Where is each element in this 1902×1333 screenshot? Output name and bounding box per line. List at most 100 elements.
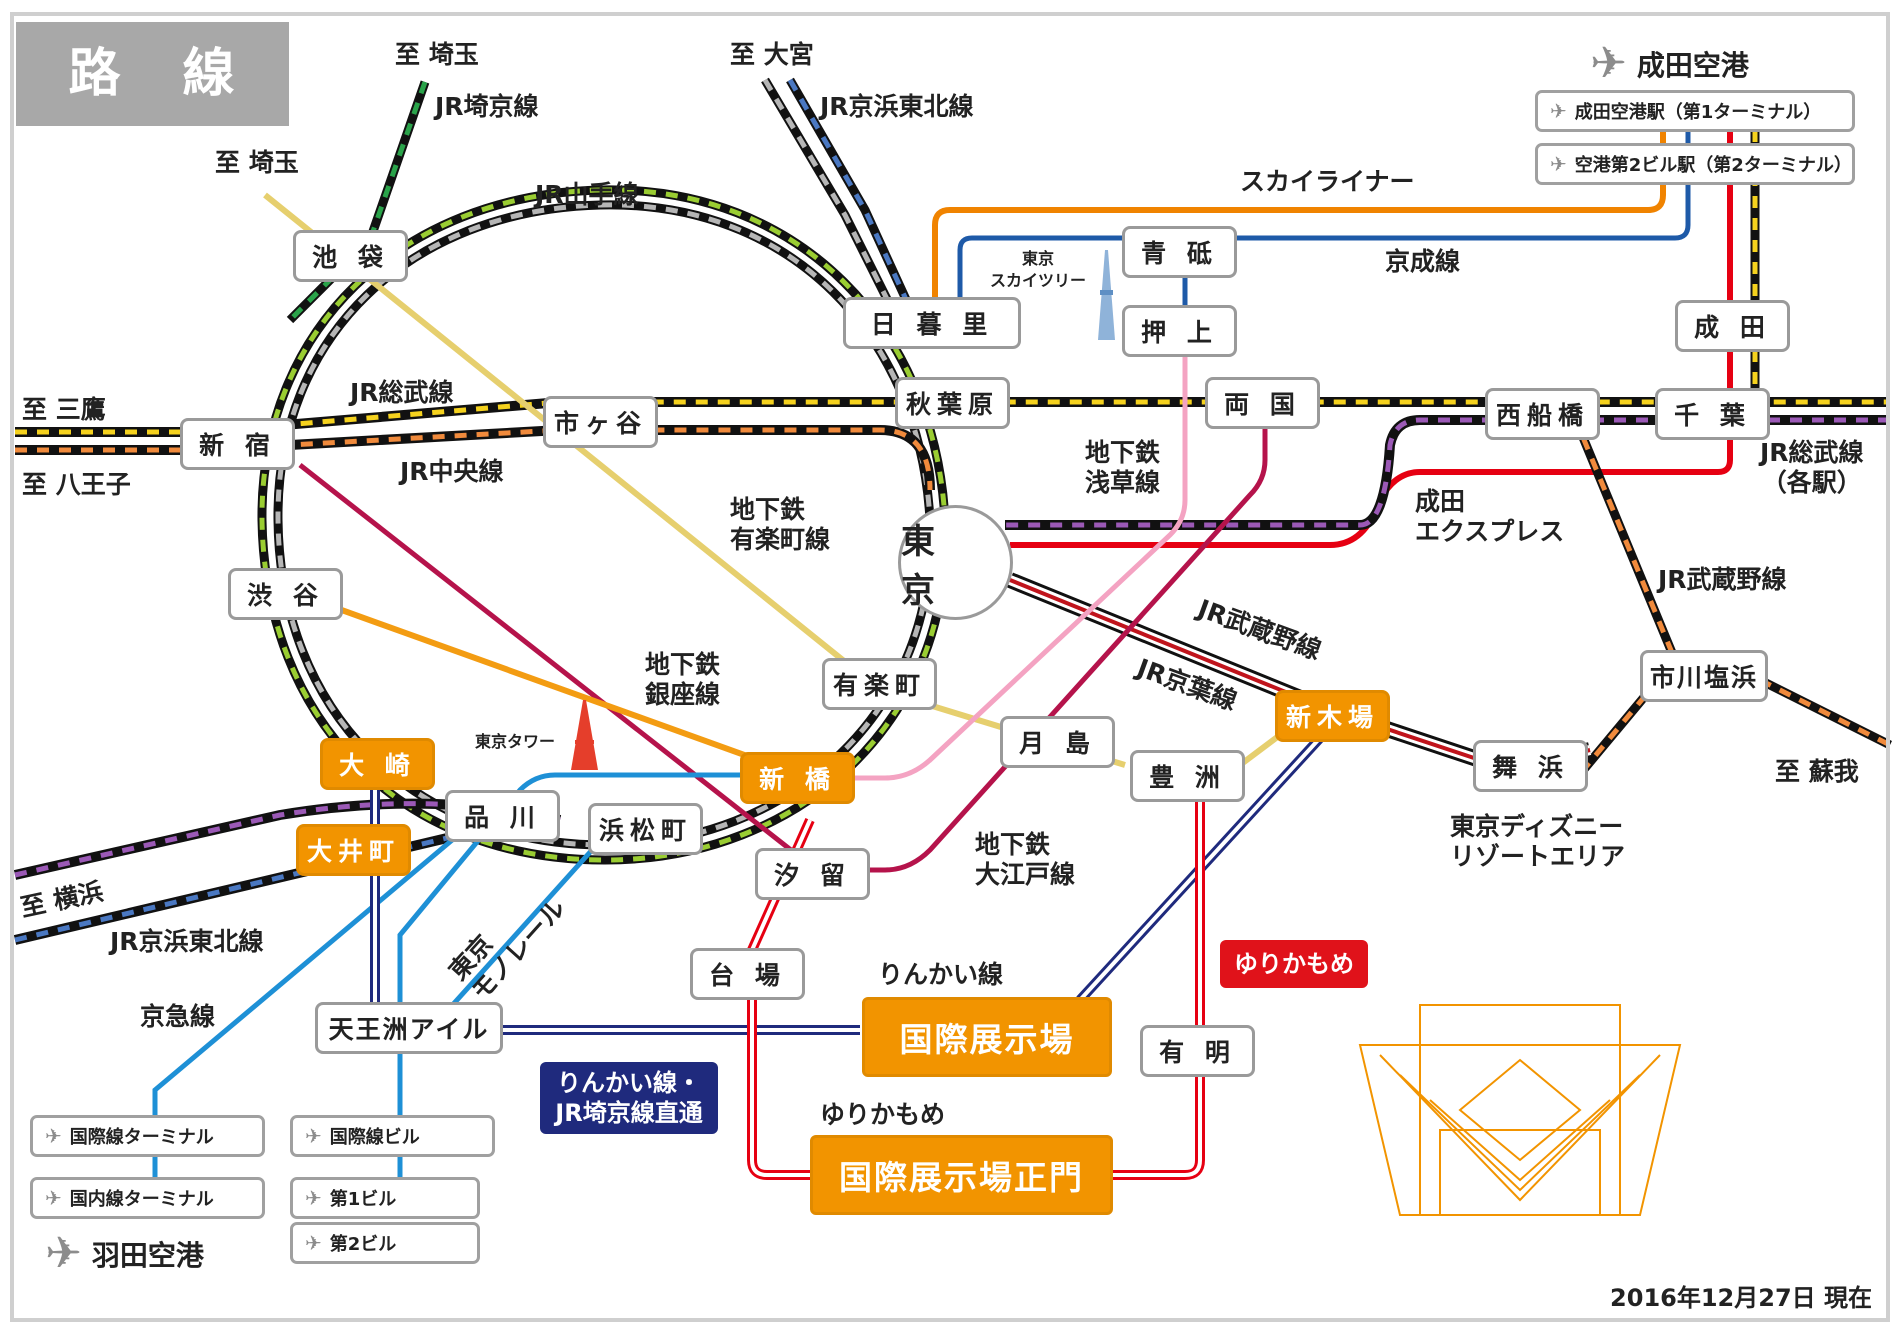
haneda-intl-terminal-keikyu-label: 国際線ターミナル [69,1127,214,1148]
station-shinagawa[interactable]: 品 川 [445,790,560,842]
label-yamanote: JR山手線 [535,180,639,209]
airplane-icon: ✈ [45,1186,62,1210]
label-saikyo: JR埼京線 [435,92,539,121]
direction-saitama-2: 至 埼玉 [215,148,299,177]
station-nishifunabashi[interactable]: 西船橋 [1485,388,1600,440]
station-tsukishima[interactable]: 月 島 [1000,716,1115,768]
station-hamamatsucho[interactable]: 浜松町 [588,803,703,855]
station-kokusai-tenjijo-seimon[interactable]: 国際展示場正門 [810,1135,1113,1215]
station-ichigaya[interactable]: 市ヶ谷 [543,396,658,448]
narita-express-line [1010,130,1733,548]
haneda-terminal-2-label: 第2ビル [329,1234,397,1255]
label-asakusa: 地下鉄 浅草線 [1085,438,1161,497]
airplane-icon: ✈ [1550,99,1567,123]
label-disney-area: 東京ディズニー リゾートエリア [1450,812,1626,871]
station-ariake[interactable]: 有 明 [1140,1025,1255,1077]
direction-soga: 至 蘇我 [1775,757,1859,786]
haneda-terminal-2-monorail[interactable]: ✈ 第2ビル [290,1222,480,1264]
label-musashino-east: JR武蔵野線 [1658,565,1787,594]
station-akihabara[interactable]: 秋葉原 [895,377,1010,429]
station-oshiage[interactable]: 押 上 [1122,305,1237,357]
label-ginza: 地下鉄 銀座線 [645,650,721,709]
direction-mitaka: 至 三鷹 [22,395,106,424]
airplane-icon: ✈ [45,1228,82,1279]
label-tokyo-tower: 東京タワー [475,732,556,751]
label-yurakucho: 地下鉄 有楽町線 [730,495,831,554]
station-narita[interactable]: 成 田 [1675,300,1790,352]
haneda-intl-terminal-keikyu[interactable]: ✈ 国際線ターミナル [30,1115,265,1157]
tag-rinkai-direct: りんかい線・ JR埼京線直通 [540,1062,718,1134]
tokyo-tower-icon [571,700,598,770]
asakusa-line [800,330,1188,781]
haneda-terminal-1-label: 第1ビル [329,1189,397,1210]
haneda-intl-building-label: 国際線ビル [329,1127,420,1148]
label-oedo: 地下鉄 大江戸線 [975,830,1076,889]
page-title: 路 線 図 [16,22,289,208]
airplane-icon: ✈ [1550,152,1567,176]
keisei-line [957,130,1691,320]
station-kokusai-tenjijo[interactable]: 国際展示場 [862,997,1112,1077]
airplane-icon: ✈ [305,1231,322,1255]
chuo-line [15,425,935,491]
label-yurikamome: ゆりかもめ [820,1100,946,1129]
label-skytree: 東京 スカイツリー [990,249,1087,290]
haneda-terminal-1-monorail[interactable]: ✈ 第1ビル [290,1177,480,1219]
haneda-dom-terminal-keikyu[interactable]: ✈ 国内線ターミナル [30,1177,265,1219]
direction-hachioji: 至 八王子 [22,470,131,499]
tag-yurikamome: ゆりかもめ [1220,940,1368,988]
station-ichikawashiohama[interactable]: 市川塩浜 [1640,650,1768,702]
as-of-date: 2016年12月27日 現在 [1610,1284,1872,1312]
keikyu-line [152,823,472,1195]
label-narita-express: 成田 エクスプレス [1415,487,1565,546]
station-oimachi[interactable]: 大井町 [296,824,411,876]
narita-airport: ✈ 成田空港 [1590,38,1749,89]
station-shinkiba[interactable]: 新木場 [1275,690,1390,742]
map-frame [10,12,1890,1322]
skytree-icon [1098,250,1115,340]
narita-terminal-1[interactable]: ✈ 成田空港駅（第1ターミナル） [1535,90,1855,132]
haneda-airport-label: 羽田空港 [91,1238,204,1272]
big-sight-icon [1358,1004,1682,1216]
label-rinkai: りんかい線 [878,960,1004,989]
label-sobu: JR総武線 [350,378,454,407]
station-shinjuku[interactable]: 新 宿 [180,418,295,470]
label-keikyu: 京急線 [140,1002,216,1031]
oedo-west-line [298,463,812,867]
station-daiba[interactable]: 台 場 [690,948,805,1000]
station-tennozu-isle[interactable]: 天王洲アイル [315,1002,503,1054]
narita-airport-label: 成田空港 [1636,48,1749,82]
direction-omiya: 至 大宮 [730,40,814,69]
label-chuo: JR中央線 [400,457,504,486]
narita-terminal-1-label: 成田空港駅（第1ターミナル） [1574,102,1822,123]
station-nippori[interactable]: 日 暮 里 [843,297,1021,349]
label-skyliner: スカイライナー [1240,167,1415,196]
oedo-line [870,418,1268,873]
ginza-line [298,592,802,778]
station-tokyo[interactable]: 東 京 [898,505,1013,620]
station-osaki[interactable]: 大 崎 [320,738,435,790]
station-maihama[interactable]: 舞 浜 [1473,740,1588,792]
narita-terminal-2-label: 空港第2ビル駅（第2ターミナル） [1574,155,1852,176]
narita-terminal-2[interactable]: ✈ 空港第2ビル駅（第2ターミナル） [1535,143,1855,185]
airplane-icon: ✈ [305,1124,322,1148]
station-ryogoku[interactable]: 両 国 [1205,377,1320,429]
haneda-airport: ✈ 羽田空港 [45,1228,204,1279]
airplane-icon: ✈ [1590,38,1627,89]
haneda-dom-terminal-keikyu-label: 国内線ターミナル [69,1189,214,1210]
station-aoto[interactable]: 青 砥 [1122,226,1237,278]
label-keihin-south: JR京浜東北線 [110,927,264,956]
station-shiodome[interactable]: 汐 留 [755,848,870,900]
station-ikebukuro[interactable]: 池 袋 [293,230,408,282]
airplane-icon: ✈ [305,1186,322,1210]
haneda-intl-building-monorail[interactable]: ✈ 国際線ビル [290,1115,495,1157]
station-chiba[interactable]: 千 葉 [1655,388,1770,440]
station-shibuya[interactable]: 渋 谷 [228,568,343,620]
keihin-north-line [761,77,925,338]
skyliner-line [932,130,1666,320]
airplane-icon: ✈ [45,1124,62,1148]
station-yurakucho[interactable]: 有楽町 [822,658,937,710]
label-keisei: 京成線 [1385,247,1461,276]
label-keihin-north: JR京浜東北線 [820,92,974,121]
station-shimbashi[interactable]: 新 橋 [740,752,855,804]
station-toyosu[interactable]: 豊 洲 [1130,750,1245,802]
